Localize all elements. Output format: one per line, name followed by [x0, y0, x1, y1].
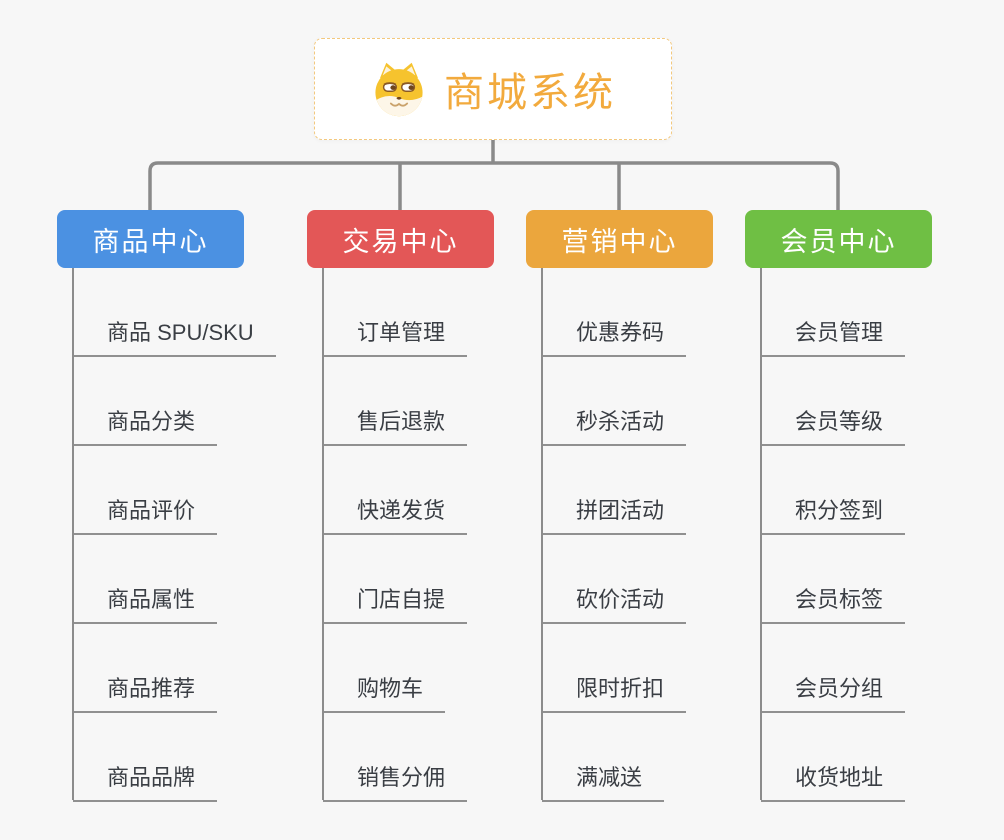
leaf-item[interactable]: 门店自提 [323, 535, 547, 624]
branch-header-members[interactable]: 会员中心 [745, 210, 932, 268]
leaf-label: 售后退款 [323, 404, 468, 446]
leaf-item[interactable]: 会员管理 [761, 268, 985, 357]
leaf-item[interactable]: 售后退款 [323, 357, 547, 446]
branch-label: 会员中心 [780, 226, 897, 257]
leaf-label: 商品推荐 [73, 671, 218, 713]
branch-trade: 交易中心 订单管理 售后退款 快递发货 门店自提 购物车 销售分佣 [307, 210, 547, 802]
branch-marketing: 营销中心 优惠券码 秒杀活动 拼团活动 砍价活动 限时折扣 满减送 [526, 210, 766, 802]
leaf-label: 会员等级 [761, 404, 906, 446]
branch-connector-line [322, 268, 324, 800]
leaf-item[interactable]: 订单管理 [323, 268, 547, 357]
leaf-item[interactable]: 商品推荐 [73, 624, 297, 713]
leaf-label: 会员管理 [761, 315, 906, 357]
branch-label: 营销中心 [561, 226, 678, 257]
branch-members: 会员中心 会员管理 会员等级 积分签到 会员标签 会员分组 收货地址 [745, 210, 985, 802]
leaf-item[interactable]: 优惠券码 [542, 268, 766, 357]
branch-leaves: 商品 SPU/SKU 商品分类 商品评价 商品属性 商品推荐 商品品牌 [57, 268, 297, 802]
leaf-item[interactable]: 满减送 [542, 713, 766, 802]
leaf-label: 砍价活动 [542, 582, 687, 624]
dog-face-icon [375, 62, 423, 117]
leaf-item[interactable]: 快递发货 [323, 446, 547, 535]
leaf-item[interactable]: 商品分类 [73, 357, 297, 446]
leaf-label: 拼团活动 [542, 493, 687, 535]
leaf-label: 会员分组 [761, 671, 906, 713]
leaf-label: 满减送 [542, 760, 665, 802]
leaf-label: 购物车 [323, 671, 446, 713]
branch-leaves: 会员管理 会员等级 积分签到 会员标签 会员分组 收货地址 [745, 268, 985, 802]
leaf-item[interactable]: 商品 SPU/SKU [73, 268, 297, 357]
leaf-label: 快递发货 [323, 493, 468, 535]
branch-products: 商品中心 商品 SPU/SKU 商品分类 商品评价 商品属性 商品推荐 商品品牌 [57, 210, 297, 802]
leaf-label: 会员标签 [761, 582, 906, 624]
branch-leaves: 优惠券码 秒杀活动 拼团活动 砍价活动 限时折扣 满减送 [526, 268, 766, 802]
branch-leaves: 订单管理 售后退款 快递发货 门店自提 购物车 销售分佣 [307, 268, 547, 802]
leaf-label: 销售分佣 [323, 760, 468, 802]
branch-header-trade[interactable]: 交易中心 [307, 210, 494, 268]
leaf-item[interactable]: 拼团活动 [542, 446, 766, 535]
leaf-label: 秒杀活动 [542, 404, 687, 446]
root-node[interactable]: 商城系统 [314, 38, 672, 140]
leaf-label: 限时折扣 [542, 671, 687, 713]
leaf-item[interactable]: 积分签到 [761, 446, 985, 535]
leaf-item[interactable]: 商品品牌 [73, 713, 297, 802]
leaf-item[interactable]: 砍价活动 [542, 535, 766, 624]
leaf-label: 商品 SPU/SKU [73, 315, 276, 357]
leaf-item[interactable]: 购物车 [323, 624, 547, 713]
leaf-label: 积分签到 [761, 493, 906, 535]
leaf-label: 优惠券码 [542, 315, 687, 357]
branch-connector-line [72, 268, 74, 800]
leaf-item[interactable]: 销售分佣 [323, 713, 547, 802]
leaf-label: 订单管理 [323, 315, 468, 357]
branch-header-marketing[interactable]: 营销中心 [526, 210, 713, 268]
leaf-item[interactable]: 限时折扣 [542, 624, 766, 713]
leaf-label: 商品评价 [73, 493, 218, 535]
leaf-label: 商品品牌 [73, 760, 218, 802]
leaf-item[interactable]: 商品属性 [73, 535, 297, 624]
branch-label: 商品中心 [92, 226, 209, 257]
leaf-label: 商品属性 [73, 582, 218, 624]
leaf-item[interactable]: 会员等级 [761, 357, 985, 446]
branch-header-products[interactable]: 商品中心 [57, 210, 244, 268]
leaf-item[interactable]: 会员分组 [761, 624, 985, 713]
branch-connector-line [760, 268, 762, 800]
leaf-item[interactable]: 收货地址 [761, 713, 985, 802]
branch-connector-line [541, 268, 543, 800]
leaf-label: 商品分类 [73, 404, 218, 446]
branch-label: 交易中心 [342, 226, 459, 257]
root-title: 商城系统 [444, 71, 616, 115]
leaf-item[interactable]: 商品评价 [73, 446, 297, 535]
leaf-item[interactable]: 秒杀活动 [542, 357, 766, 446]
leaf-label: 收货地址 [761, 760, 906, 802]
leaf-item[interactable]: 会员标签 [761, 535, 985, 624]
leaf-label: 门店自提 [323, 582, 468, 624]
